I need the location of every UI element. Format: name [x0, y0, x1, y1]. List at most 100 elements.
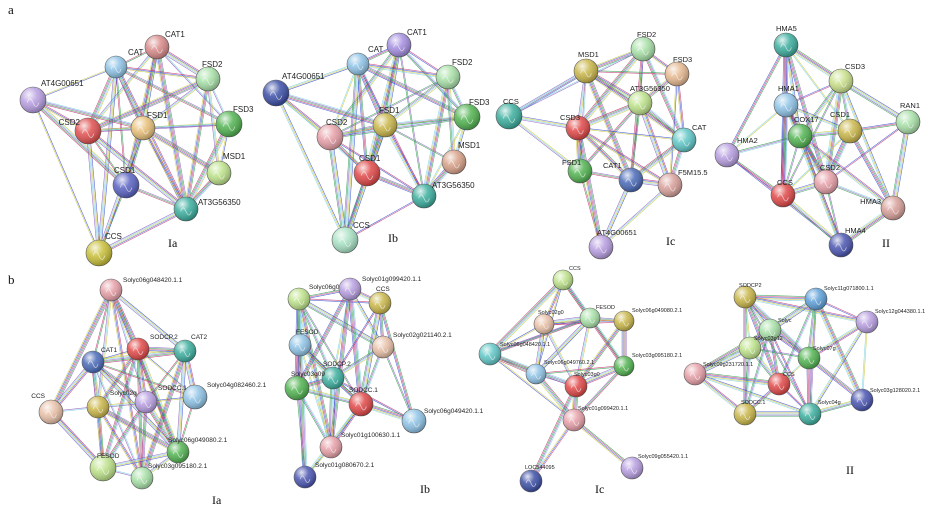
edge-line — [579, 171, 601, 248]
node[interactable]: Solyc06g049760.2.1 — [525, 360, 594, 385]
node[interactable]: AT3G56350 — [173, 196, 241, 222]
node[interactable]: RAN1 — [895, 101, 921, 135]
node[interactable]: CCS — [767, 372, 795, 396]
node[interactable]: SODCP.2 — [321, 361, 351, 390]
node[interactable]: CAT1 — [144, 30, 185, 60]
node[interactable]: AT4G00651 — [588, 228, 637, 260]
node[interactable]: Solyc03g128020.2.1 — [850, 388, 920, 412]
node[interactable]: CAT — [346, 45, 384, 76]
node[interactable]: MSD1 — [573, 50, 599, 84]
node[interactable]: FESOD — [288, 329, 319, 357]
node[interactable]: CCS — [552, 266, 581, 291]
node[interactable]: CCS — [85, 232, 122, 267]
node[interactable]: Solyc01g100630.1.1 — [319, 432, 401, 459]
node[interactable]: AT3G56350 — [627, 84, 670, 116]
node[interactable]: Solyc12g044380.1.1 — [855, 309, 925, 334]
edge-line — [275, 92, 346, 241]
node-label: Solyc02g — [110, 390, 137, 397]
node[interactable]: Solyc06g049 — [287, 284, 347, 311]
node[interactable]: MSD1 — [206, 152, 246, 186]
node[interactable]: SODCP2 — [733, 283, 762, 309]
node-shine — [684, 363, 706, 385]
node[interactable]: CCS — [368, 286, 392, 315]
node[interactable]: Solyc09g231720.1.1 — [683, 362, 753, 386]
node[interactable]: SODCC.1 — [733, 400, 765, 426]
node[interactable]: Solyc03g095180.2.1 — [613, 353, 682, 377]
node[interactable]: Solyc06g049080.2.1 — [166, 437, 228, 464]
node[interactable]: HMA3 — [860, 195, 906, 221]
node[interactable]: CSD2 — [813, 163, 840, 195]
node[interactable]: Solyc04g082460.2.1 — [182, 382, 267, 410]
node[interactable]: Solyc09g055420.1.1 — [620, 454, 688, 480]
node[interactable]: FSD2 — [630, 30, 656, 62]
node[interactable]: Solyc — [758, 318, 792, 342]
node[interactable]: Solyc03g12 — [738, 336, 783, 360]
node[interactable]: Solyc04g — [798, 400, 841, 426]
node[interactable]: FSD3 — [453, 98, 490, 131]
node[interactable]: CCS — [331, 221, 370, 254]
node[interactable]: CAT2 — [173, 334, 208, 363]
edge-line — [579, 127, 604, 247]
node[interactable]: HMA2 — [714, 136, 758, 168]
node[interactable]: AT4G00651 — [262, 72, 325, 107]
node[interactable]: CAT1 — [81, 347, 118, 374]
node[interactable]: Solyc03g0 — [564, 372, 600, 398]
node[interactable]: Solyc01g099420.1.1 — [338, 276, 422, 301]
node[interactable]: SODCC.1 2.1 — [134, 385, 198, 414]
node[interactable]: COX17 — [787, 115, 819, 149]
node[interactable]: CAT1 — [603, 161, 644, 193]
node[interactable]: LOC544095 — [519, 465, 555, 493]
edge-line — [385, 117, 468, 127]
node[interactable]: Solyc06g048420.1.1 — [99, 277, 183, 302]
node[interactable]: Solyc03g09 — [284, 371, 325, 401]
node[interactable]: CAT1 — [386, 28, 427, 58]
panel-label: Ib — [420, 482, 430, 496]
node[interactable]: FSD2 — [195, 60, 223, 92]
node[interactable]: FSD1 — [372, 106, 400, 138]
node[interactable]: Solyc06g048420.1.1 — [478, 342, 550, 366]
node[interactable]: CCS — [770, 178, 796, 208]
node[interactable]: HMA5 — [773, 24, 799, 58]
edge-line — [115, 67, 126, 186]
edge-line — [184, 123, 229, 209]
node-label: CCS — [105, 232, 122, 241]
node[interactable]: CSD1 — [353, 154, 381, 187]
node[interactable]: FSD1 — [562, 158, 593, 184]
node[interactable]: Solyc02g021140.2.1 — [371, 332, 452, 359]
node[interactable]: Solyc06g049080.2.1 — [613, 308, 682, 332]
node[interactable]: FSD2 — [435, 58, 473, 90]
node[interactable]: FESOD — [89, 453, 120, 482]
node[interactable]: Solyc06g049420.1.1 — [401, 408, 484, 434]
node[interactable]: CSD1 — [112, 166, 140, 199]
node[interactable]: AT3G56350 — [411, 181, 475, 209]
node[interactable]: CSD1 — [830, 110, 863, 144]
edge-group — [294, 287, 416, 478]
node[interactable]: CSD3 — [828, 62, 865, 94]
node[interactable]: CSD2 — [59, 117, 102, 145]
node[interactable]: Solyc03g095180.2.1 — [130, 463, 208, 490]
node-shine — [838, 119, 862, 143]
node[interactable]: CCS — [31, 393, 64, 425]
node[interactable]: CSD3 — [560, 113, 591, 141]
node[interactable]: F5M15.5 — [657, 168, 708, 198]
node[interactable]: CSD2 — [316, 118, 348, 151]
node[interactable]: FSD1 — [130, 111, 168, 141]
node[interactable]: FESOD — [579, 305, 615, 329]
node[interactable]: Solyc01g080670.2.1 — [293, 462, 375, 489]
node[interactable]: Solyc02g0 — [533, 310, 564, 335]
node[interactable]: Solyc01g099420.1.1 — [562, 406, 628, 432]
node[interactable]: CAT — [671, 123, 707, 153]
node[interactable]: CAT — [104, 48, 144, 79]
node[interactable]: FSD3 — [664, 55, 692, 87]
node[interactable]: HMA4 — [828, 226, 866, 258]
node[interactable]: AT4G00651 — [19, 79, 84, 114]
node[interactable]: SODCP.2 — [126, 334, 178, 361]
node[interactable]: FSD3 — [215, 105, 254, 138]
node[interactable]: SODCC.1 — [348, 387, 378, 417]
node[interactable]: MSD1 — [441, 141, 481, 175]
node[interactable]: Solyc07g — [797, 346, 836, 370]
node[interactable]: Solyc02g — [86, 390, 137, 419]
node[interactable]: CCS — [495, 97, 523, 130]
node[interactable]: Solyc11g071800.1.1 — [804, 286, 874, 311]
node[interactable]: HMA1 — [773, 84, 799, 118]
